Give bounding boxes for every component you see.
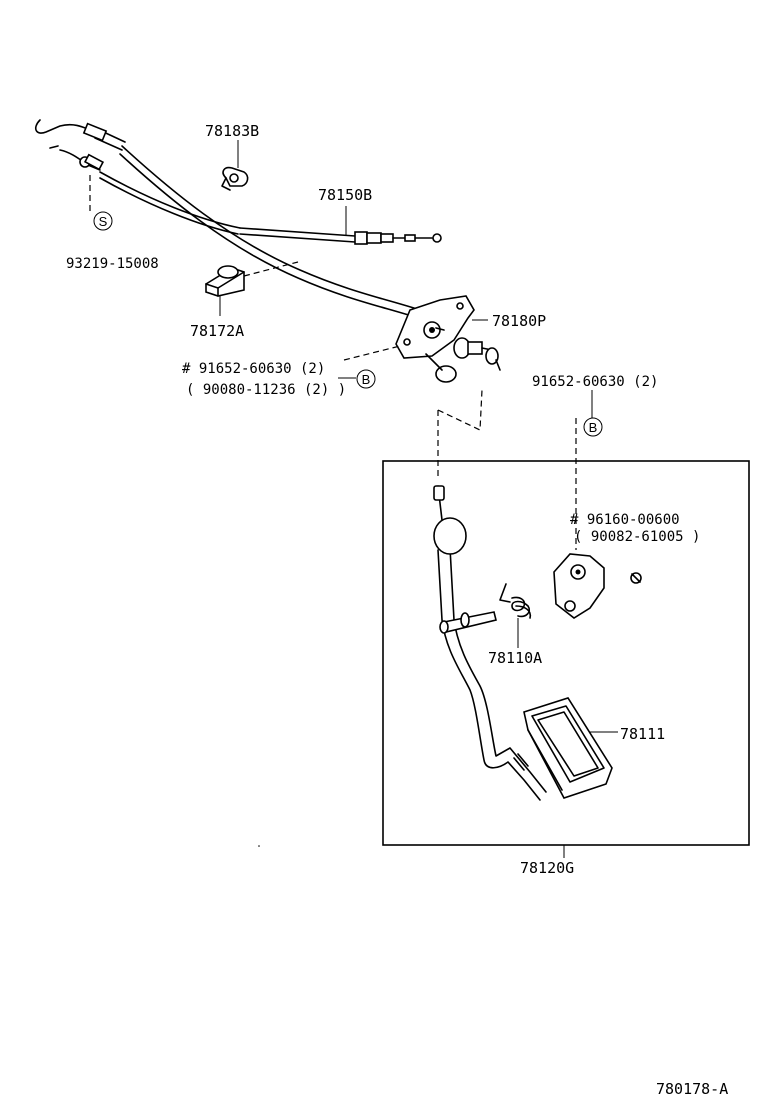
label-78183B: 78183B	[205, 122, 259, 140]
marker-s: S	[93, 211, 113, 231]
pedal-support	[553, 553, 605, 619]
assembly-box	[382, 460, 750, 846]
spring-78110A	[499, 583, 532, 619]
accelerator-cable	[34, 119, 442, 319]
pedal-arm	[433, 485, 547, 801]
pedal-pad-78111	[523, 697, 613, 799]
clip-78183B	[221, 166, 249, 191]
label-90082-61005: ( 90082-61005 )	[574, 529, 700, 545]
bracket-78180P	[395, 295, 501, 383]
e-ring	[630, 572, 642, 584]
label-91652-60630-left: # 91652-60630 (2)	[182, 361, 325, 377]
label-91652-60630-right: 91652-60630 (2)	[532, 374, 658, 390]
label-78172A: 78172A	[190, 322, 244, 340]
label-90080-11236: ( 90080-11236 (2) )	[186, 382, 346, 398]
leader-lines	[219, 140, 618, 858]
label-78110A: 78110A	[488, 649, 542, 667]
diagram-reference: 780178-A	[656, 1080, 728, 1098]
label-93219-15008: 93219-15008	[66, 256, 159, 272]
svg-text:S: S	[99, 214, 108, 229]
label-78120G: 78120G	[520, 859, 574, 877]
pin	[439, 611, 497, 634]
label-78111: 78111	[620, 725, 665, 743]
label-78150B: 78150B	[318, 186, 372, 204]
label-78180P: 78180P	[492, 312, 546, 330]
marker-b-left: B	[356, 369, 376, 389]
svg-text:B: B	[589, 420, 598, 435]
label-96160-00600: # 96160-00600	[570, 512, 680, 528]
dashed-leaders	[89, 175, 577, 550]
stray-dot	[258, 845, 260, 847]
clamp-78172A	[205, 265, 245, 297]
svg-text:B: B	[362, 372, 371, 387]
marker-b-right: B	[583, 417, 603, 437]
